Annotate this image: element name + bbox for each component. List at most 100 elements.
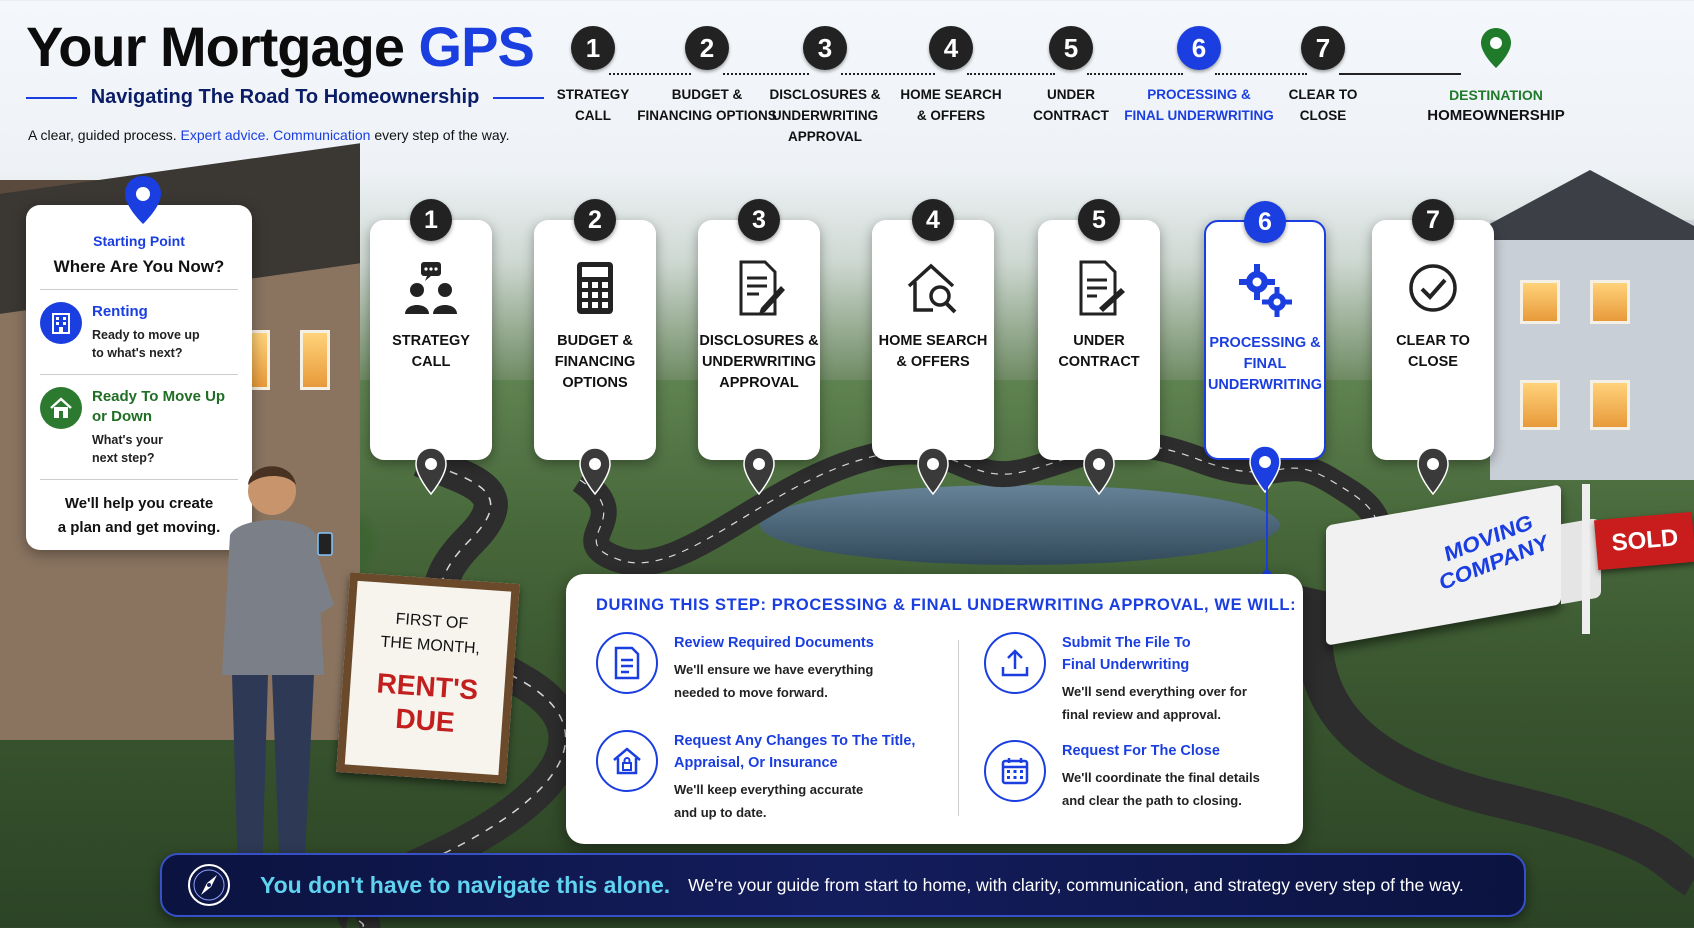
tracker-step-4[interactable]: 4 Home Search& Offers [876, 26, 1026, 126]
step-card-5[interactable]: 5 UnderContract [1038, 199, 1160, 496]
starting-point-card: Starting Point Where Are You Now? Rentin… [26, 205, 252, 550]
tracker-step-3[interactable]: 3 Disclosures &UnderwritingApproval [750, 26, 900, 147]
house-lock-icon [596, 730, 658, 792]
step-connector [1087, 73, 1183, 75]
step-connector [609, 73, 691, 75]
tagline-part: every step of the way. [374, 127, 510, 143]
step-number: 3 [803, 26, 847, 70]
panel-divider [958, 640, 959, 816]
card-number: 6 [1244, 201, 1286, 243]
step-card-7[interactable]: 7 Clear ToClose [1372, 199, 1494, 496]
map-pin-icon [1249, 445, 1281, 494]
step-number: 2 [685, 26, 729, 70]
tracker-step-6[interactable]: 6 Processing &Final Underwriting [1124, 26, 1274, 126]
step-label: UnderContract [1033, 87, 1109, 123]
subtitle-rule-right [493, 96, 545, 99]
subtitle: Navigating The Road To Homeownership [26, 86, 545, 109]
tracker-destination[interactable]: Destination Homeownership [1426, 26, 1566, 124]
tracker-step-5[interactable]: 5 UnderContract [996, 26, 1146, 126]
subtitle-rule-left [26, 96, 77, 99]
step-connector [841, 73, 935, 75]
step-card-1[interactable]: 1 StrategyCall [370, 199, 492, 496]
map-pin-icon [1417, 447, 1449, 496]
tagline-part: A clear, guided process. [28, 127, 181, 143]
rent-due-sign: First of the month, Rent'sDue [336, 572, 520, 784]
step-label: StrategyCall [556, 87, 630, 123]
tracker-step-7[interactable]: 7 Clear ToClose [1248, 26, 1398, 126]
destination-value: Homeownership [1427, 107, 1565, 124]
map-pin-icon [1083, 447, 1115, 496]
calendar-icon [984, 740, 1046, 802]
card-label: Clear ToClose [1396, 333, 1470, 370]
title-main: Your Mortgage [26, 15, 405, 78]
lake [760, 485, 1280, 565]
tracker-step-2[interactable]: 2 Budget &Financing Options [632, 26, 782, 126]
divider [40, 374, 238, 375]
card-number: 3 [738, 199, 780, 241]
step-number: 7 [1301, 26, 1345, 70]
card-number: 4 [912, 199, 954, 241]
step-connector [1339, 73, 1461, 75]
panel-item-title: Request Any Changes To The Title,Apprais… [674, 733, 916, 771]
step-number: 5 [1049, 26, 1093, 70]
step-number: 6 [1177, 26, 1221, 70]
step-label: Budget &Financing Options [637, 87, 777, 123]
step-card-4[interactable]: 4 Home Search& Offers [872, 199, 994, 496]
card-number: 1 [410, 199, 452, 241]
step-number: 1 [571, 26, 615, 70]
step-card-2[interactable]: 2 Budget &FinancingOptions [534, 199, 656, 496]
sign-post [1582, 484, 1590, 634]
panel-heading: During This Step: Processing & Final Und… [596, 596, 1297, 614]
map-pin-icon [415, 447, 447, 496]
check-circle-icon [1409, 264, 1457, 312]
step-connector [967, 73, 1055, 75]
tagline: A clear, guided process. Expert advice. … [28, 127, 509, 143]
starting-point-question: Where Are You Now? [53, 257, 225, 276]
step-connector [723, 73, 809, 75]
step-number: 4 [929, 26, 973, 70]
document-pen-icon [739, 260, 785, 316]
card-number: 7 [1412, 199, 1454, 241]
card-label: Home Search& Offers [878, 333, 988, 370]
tagline-part: Communication [273, 127, 375, 143]
step-tracker: 1 StrategyCall 2 Budget &Financing Optio… [557, 26, 1680, 156]
gears-icon [1239, 264, 1292, 317]
sold-sign: Sold [1594, 511, 1694, 571]
banner-text: We're your guide from start to home, wit… [688, 874, 1464, 895]
step-label: Clear ToClose [1288, 87, 1358, 123]
card-number: 2 [574, 199, 616, 241]
map-pin-icon [579, 447, 611, 496]
tracker-step-1[interactable]: 1 StrategyCall [518, 26, 668, 126]
panel-item-title: Review Required Documents [674, 635, 874, 651]
card-label: StrategyCall [392, 333, 470, 370]
step-card-3[interactable]: 3 Disclosures &UnderwritingApproval [698, 199, 820, 496]
divider [40, 479, 238, 480]
panel-item-request-close: Request For The Close We'll coordinate t… [984, 740, 1304, 812]
contract-icon [1079, 260, 1125, 316]
divider [40, 289, 238, 290]
subtitle-text: Navigating The Road To Homeownership [90, 86, 480, 108]
step-label: Home Search& Offers [900, 87, 1002, 123]
step-detail-panel: During This Step: Processing & Final Und… [566, 574, 1303, 844]
destination-label: Destination [1449, 87, 1543, 103]
building-icon [40, 302, 82, 344]
starting-point-heading: Starting Point [93, 233, 185, 249]
person-with-phone [210, 455, 350, 895]
panel-grid: Review Required Documents We'll ensure w… [596, 632, 1276, 832]
panel-item-request-changes: Request Any Changes To The Title,Apprais… [596, 730, 916, 824]
moving-truck: MovingCompany [1326, 484, 1601, 646]
map-pin-icon [743, 447, 775, 496]
page-title: Your Mortgage GPS [26, 14, 535, 79]
card-number: 5 [1078, 199, 1120, 241]
calculator-icon [577, 262, 613, 314]
